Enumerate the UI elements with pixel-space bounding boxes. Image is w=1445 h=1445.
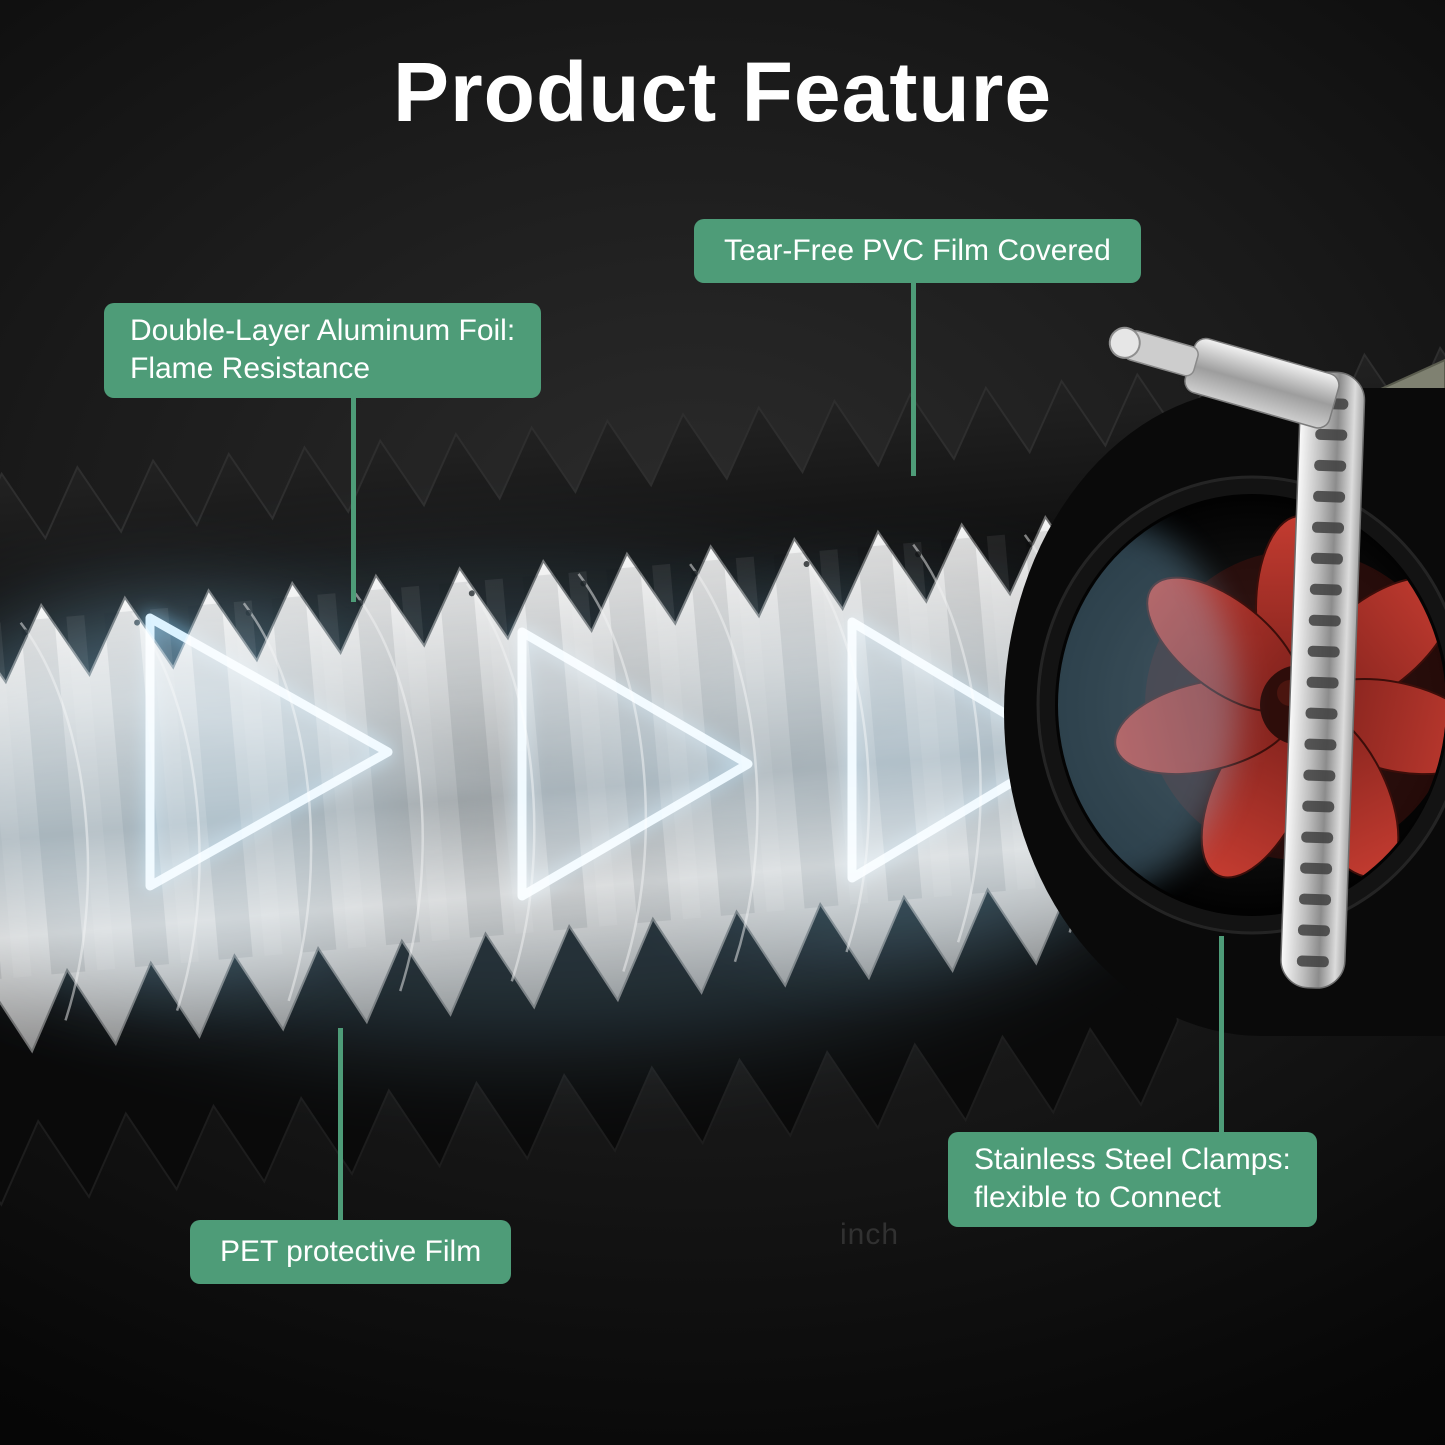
airflow-arrow-icon	[847, 617, 1071, 883]
callout-steel-clamps: Stainless Steel Clamps: flexible to Conn…	[948, 1132, 1317, 1227]
leader-line-pvc	[911, 274, 916, 476]
clamp-band-slots	[1296, 397, 1349, 968]
callout-clamps-line2: flexible to Connect	[974, 1181, 1221, 1215]
callout-aluminum-foil: Double-Layer Aluminum Foil: Flame Resist…	[104, 303, 542, 398]
airflow-arrow-icon	[145, 613, 393, 891]
watermark-text: inch	[840, 1218, 900, 1251]
callout-pvc-film: Tear-Free PVC Film Covered	[694, 219, 1141, 284]
callout-foil-line2: Flame Resistance	[130, 352, 371, 386]
airflow-arrows	[0, 575, 1170, 1045]
screw-head-icon	[1108, 326, 1141, 359]
worm-drive-screw	[1108, 326, 1340, 429]
leader-line-pet	[338, 1028, 343, 1224]
stainless-steel-clamp	[1280, 371, 1366, 989]
leader-line-clamps	[1219, 936, 1224, 1136]
page-title: Product Feature	[392, 45, 1053, 139]
callout-pvc-text: Tear-Free PVC Film Covered	[724, 234, 1111, 267]
callout-pet-film: PET protective Film	[190, 1220, 512, 1285]
leader-line-foil	[351, 388, 356, 602]
fan-connector	[1004, 326, 1445, 1036]
callout-clamps-line1: Stainless Steel Clamps:	[974, 1143, 1291, 1176]
callout-foil-line1: Double-Layer Aluminum Foil:	[130, 314, 516, 347]
airflow-arrow-icon	[517, 627, 753, 901]
callout-pet-text: PET protective Film	[220, 1235, 482, 1268]
